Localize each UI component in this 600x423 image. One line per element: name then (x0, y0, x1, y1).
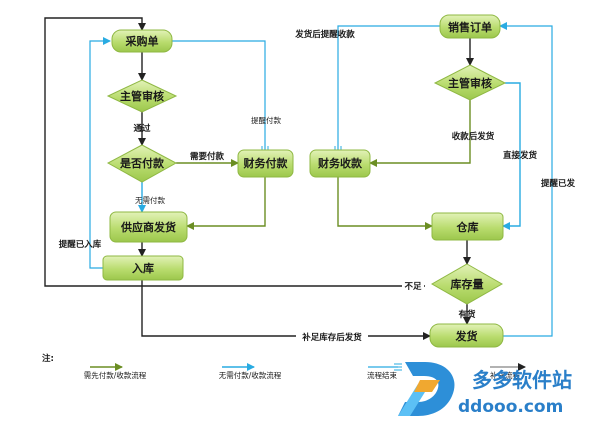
node-warehouse-label: 仓库 (456, 220, 479, 234)
legend: 注: 需先付款/收款流程 无需付款/收款流程 流程结束 补货流程 (42, 353, 526, 380)
connector-direct-ship (502, 82, 521, 230)
node-purchase-order-label: 采购单 (125, 34, 159, 48)
connector-ship-then-remind (334, 25, 440, 154)
label-receipt-then-ship: 收款后发货 (452, 131, 495, 142)
node-stock-level-label: 库存量 (451, 277, 484, 291)
node-ship[interactable]: 发货 (429, 323, 504, 348)
node-supervisor-review-right-label: 主管审核 (448, 76, 492, 90)
node-supervisor-review-left-label: 主管审核 (120, 89, 164, 103)
node-supplier-ship[interactable]: 供应商发货 (109, 211, 188, 243)
node-supervisor-review-left[interactable]: 主管审核 (106, 79, 178, 113)
node-purchase-order[interactable]: 采购单 (111, 29, 173, 53)
node-stock-level[interactable]: 库存量 (430, 263, 504, 305)
connector-remind-in (89, 37, 111, 269)
node-need-payment[interactable]: 是否付款 (106, 144, 178, 183)
node-finance-payment[interactable]: 财务付款 (237, 149, 294, 178)
edge-labels: 通过 需要付款 无需付款 提醒付款 提醒已入库 发货后提醒收款 收款后发货 直接… (59, 29, 576, 343)
node-finance-payment-label: 财务付款 (243, 156, 289, 170)
node-supervisor-review-right[interactable]: 主管审核 (433, 64, 507, 101)
connector-remind-pay (172, 40, 269, 154)
connector-remind-shipped (499, 22, 553, 337)
connector-receipt-warehouse (337, 177, 433, 230)
legend-item-need-pay-flow: 需先付款/收款流程 (84, 370, 147, 380)
label-remind-pay: 提醒付款 (251, 115, 281, 125)
label-insufficient: 不足 (404, 282, 422, 292)
legend-title: 注: (42, 353, 54, 364)
connector-review-receipt (369, 100, 471, 167)
legend-item-flow-end: 流程结束 (367, 370, 397, 380)
legend-item-no-pay-flow: 无需付款/收款流程 (219, 370, 282, 380)
label-remind-in: 提醒已入库 (59, 239, 102, 250)
node-warehouse[interactable]: 仓库 (431, 212, 504, 241)
label-approved: 通过 (133, 123, 151, 134)
label-replenish-ship: 补足库存后发货 (301, 332, 362, 343)
watermark-url: ddooo.com (458, 397, 563, 417)
node-warehouse-in[interactable]: 入库 (102, 255, 184, 281)
label-need-pay: 需要付款 (190, 151, 225, 162)
node-sales-order-label: 销售订单 (448, 20, 492, 34)
connector-finance-supplier (186, 177, 266, 230)
legend-item-restock: 补货流程 (490, 370, 520, 380)
node-supplier-ship-label: 供应商发货 (120, 220, 176, 234)
node-sales-order[interactable]: 销售订单 (439, 14, 501, 39)
watermark-logo-icon (398, 362, 455, 416)
watermark: 多多软件站 ddooo.com (398, 362, 572, 417)
node-finance-receipt[interactable]: 财务收款 (309, 149, 371, 178)
nodes: 采购单 主管审核 是否付款 财务付款 供应商发货 入库 销售订单 (102, 14, 507, 348)
label-direct-ship: 直接发货 (503, 150, 538, 161)
node-need-payment-label: 是否付款 (119, 156, 165, 170)
label-remind-shipped: 提醒已发 (541, 178, 576, 189)
node-ship-label: 发货 (455, 329, 478, 343)
label-in-stock: 有货 (458, 309, 476, 320)
watermark-name: 多多软件站 (472, 368, 572, 392)
node-warehouse-in-label: 入库 (132, 261, 154, 275)
label-ship-then-remind: 发货后提醒收款 (294, 29, 355, 40)
connector-in-ship (141, 280, 431, 340)
label-no-need-pay: 无需付款 (135, 195, 165, 205)
connector-loop-to-purchase (44, 17, 425, 287)
node-finance-receipt-label: 财务收款 (317, 156, 363, 170)
